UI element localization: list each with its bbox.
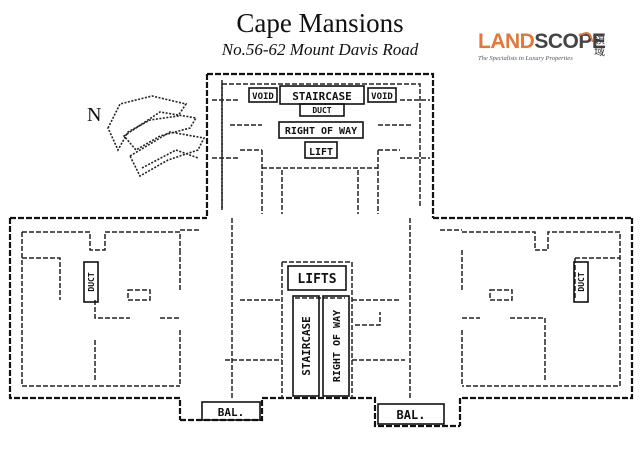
room-label-boxes — [83, 85, 589, 425]
label-staircase-center: STAIRCASE — [300, 316, 313, 376]
logo-brand: LANDSCOPE — [478, 30, 606, 54]
label-duct-top: DUCT — [312, 106, 331, 115]
logo-chinese-text: 領域 — [594, 33, 605, 58]
logo-brand-main: LAND — [478, 30, 535, 53]
inner-walls — [21, 80, 621, 398]
page-title: Cape Mansions — [236, 8, 404, 38]
outer-walls — [8, 72, 634, 428]
label-bal-right: BAL. — [397, 408, 426, 422]
label-right-of-way-center: RIGHT OF WAY — [332, 310, 343, 382]
label-lifts-center: LIFTS — [297, 272, 336, 287]
label-duct-left: DUCT — [87, 272, 96, 291]
label-void-left: VOID — [252, 92, 274, 102]
logo-brand-accent: SCOPE — [534, 30, 606, 53]
label-bal-left: BAL. — [218, 406, 245, 419]
landscope-logo: LANDSCOPE The Specialists in Luxury Prop… — [478, 30, 618, 70]
north-arrow-icon — [107, 95, 206, 178]
logo-tagline: The Specialists in Luxury Properties — [478, 55, 573, 62]
label-duct-right: DUCT — [577, 272, 586, 291]
label-staircase-top: STAIRCASE — [292, 90, 352, 103]
label-right-of-way-top: RIGHT OF WAY — [285, 126, 357, 137]
north-label: N — [87, 104, 102, 126]
address-subtitle: No.56-62 Mount Davis Road — [221, 40, 419, 59]
label-void-right: VOID — [371, 92, 393, 102]
label-lift-top: LIFT — [309, 147, 333, 158]
